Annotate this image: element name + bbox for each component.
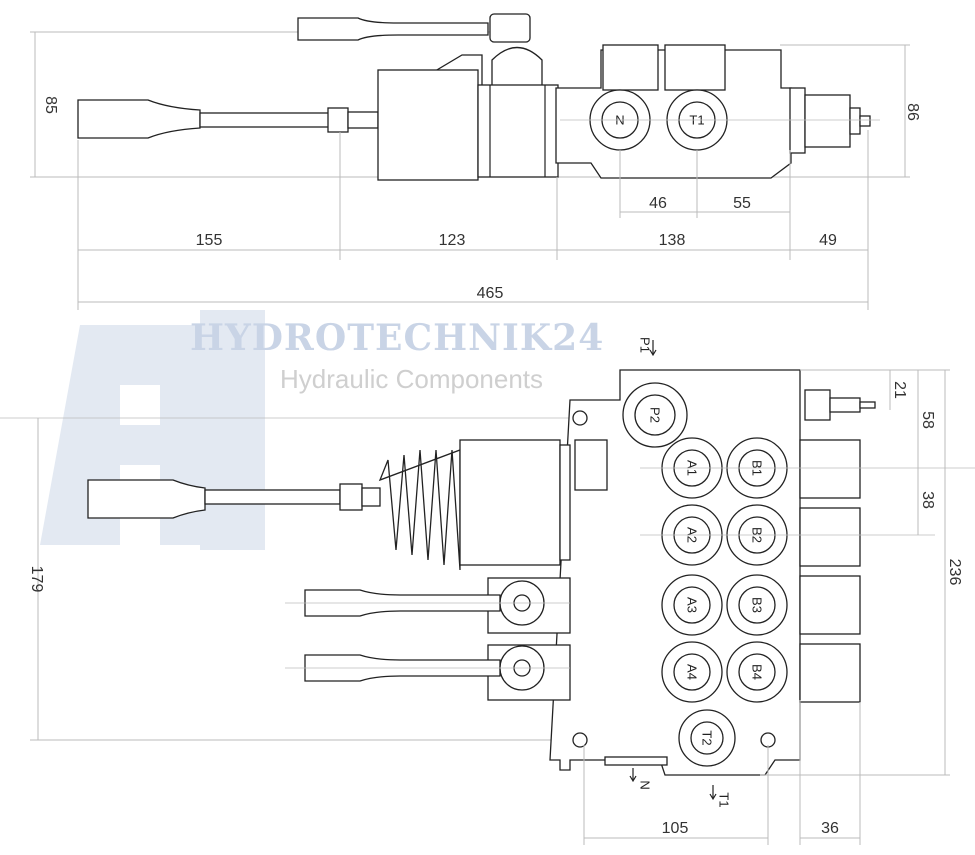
dim-105: 105 xyxy=(662,820,689,837)
watermark-brand: HYDROTECHNIK24 xyxy=(190,317,604,359)
dim-21: 21 xyxy=(891,381,908,399)
dim-155: 155 xyxy=(196,232,223,249)
front-view: P2 A1 B1 A2 B2 A3 B3 A4 B4 T2 xyxy=(0,337,975,845)
dim-49: 49 xyxy=(819,232,837,249)
dim-38: 38 xyxy=(919,491,936,509)
top-view: N T1 85 86 46 55 155 123 138 49 465 xyxy=(30,13,921,310)
port-b4-label: B4 xyxy=(750,664,765,680)
port-t2-label: T2 xyxy=(700,730,715,745)
dim-179: 179 xyxy=(28,566,45,593)
dim-36: 36 xyxy=(821,820,839,837)
port-grid: A1 B1 A2 B2 A3 B3 A4 B4 xyxy=(661,437,788,703)
dim-85: 85 xyxy=(42,96,59,114)
dim-58: 58 xyxy=(919,411,936,429)
port-p2-label: P2 xyxy=(648,407,663,423)
port-b3-label: B3 xyxy=(750,597,765,613)
flow-label-t1: T1 xyxy=(717,792,732,807)
dim-55: 55 xyxy=(733,195,751,212)
dim-138: 138 xyxy=(659,232,686,249)
dim-46: 46 xyxy=(649,195,667,212)
port-a3-label: A3 xyxy=(685,597,700,613)
flow-label-p1: P1 xyxy=(638,337,653,353)
watermark-tagline: Hydraulic Components xyxy=(280,364,543,394)
dim-86: 86 xyxy=(904,103,921,121)
dim-123: 123 xyxy=(439,232,466,249)
watermark-text: HYDROTECHNIK24 Hydraulic Components xyxy=(190,317,604,394)
dim-465: 465 xyxy=(477,285,504,302)
port-a4-label: A4 xyxy=(685,664,700,680)
dim-236: 236 xyxy=(946,559,963,586)
flow-label-n: N xyxy=(638,780,653,789)
